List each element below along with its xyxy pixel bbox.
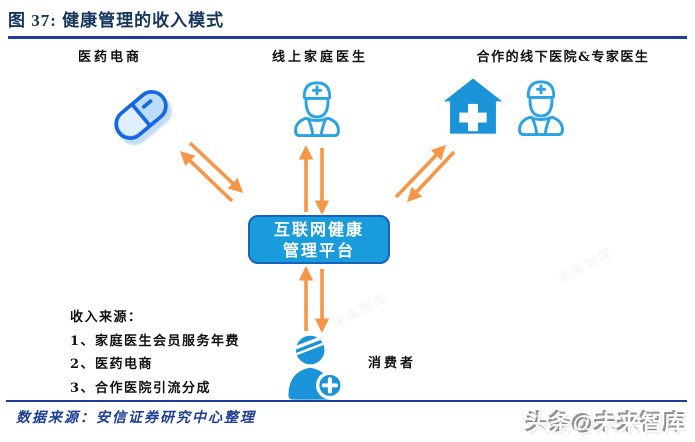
arrow-pharmacy-to-platform	[188, 141, 244, 193]
doctor-icon	[288, 76, 346, 143]
toutiao-watermark: 头条@未来智库	[526, 411, 687, 436]
revenue-source-item: 1、家庭医生会员服务年费	[70, 333, 241, 349]
channel-label-online-family-doctor: 线上家庭医生	[271, 50, 368, 65]
revenue-source-item: 3、合作医院引流分成	[70, 380, 212, 396]
platform-label-line1: 互联网健康	[273, 219, 364, 239]
consumer-label: 消费者	[368, 356, 417, 371]
pill-icon	[104, 78, 178, 152]
revenue-source-item: 2、医药电商	[70, 357, 154, 372]
arrow-platform-to-pharmacy	[179, 151, 234, 203]
channel-label-pharmacy: 医药电商	[77, 50, 142, 65]
arrow-platform-to-hospital	[394, 144, 446, 199]
background-watermark: 未来智库	[330, 290, 391, 332]
platform-label-line2: 管理平台	[282, 240, 355, 260]
footer-divider	[6, 400, 687, 402]
channel-label-partner-hospital-experts: 合作的线下医院&专家医生	[476, 50, 650, 65]
arrow-hospital-to-platform	[407, 150, 456, 203]
data-source-note: 数据来源：安信证券研究中心整理	[16, 410, 256, 426]
background-watermark: 未来智库	[555, 245, 616, 287]
consumer-icon	[282, 333, 352, 401]
revenue-sources-heading: 收入来源：	[70, 310, 143, 325]
doctor-icon	[512, 75, 570, 142]
figure-title: 图 37: 健康管理的收入模式	[8, 11, 225, 30]
title-divider	[8, 36, 687, 39]
hospital-icon	[442, 76, 504, 138]
platform-node: 互联网健康 管理平台	[248, 215, 390, 264]
revenue-sources-block: 收入来源： 1、家庭医生会员服务年费 2、医药电商 3、合作医院引流分成	[70, 306, 240, 400]
plus-badge-icon	[315, 371, 344, 400]
